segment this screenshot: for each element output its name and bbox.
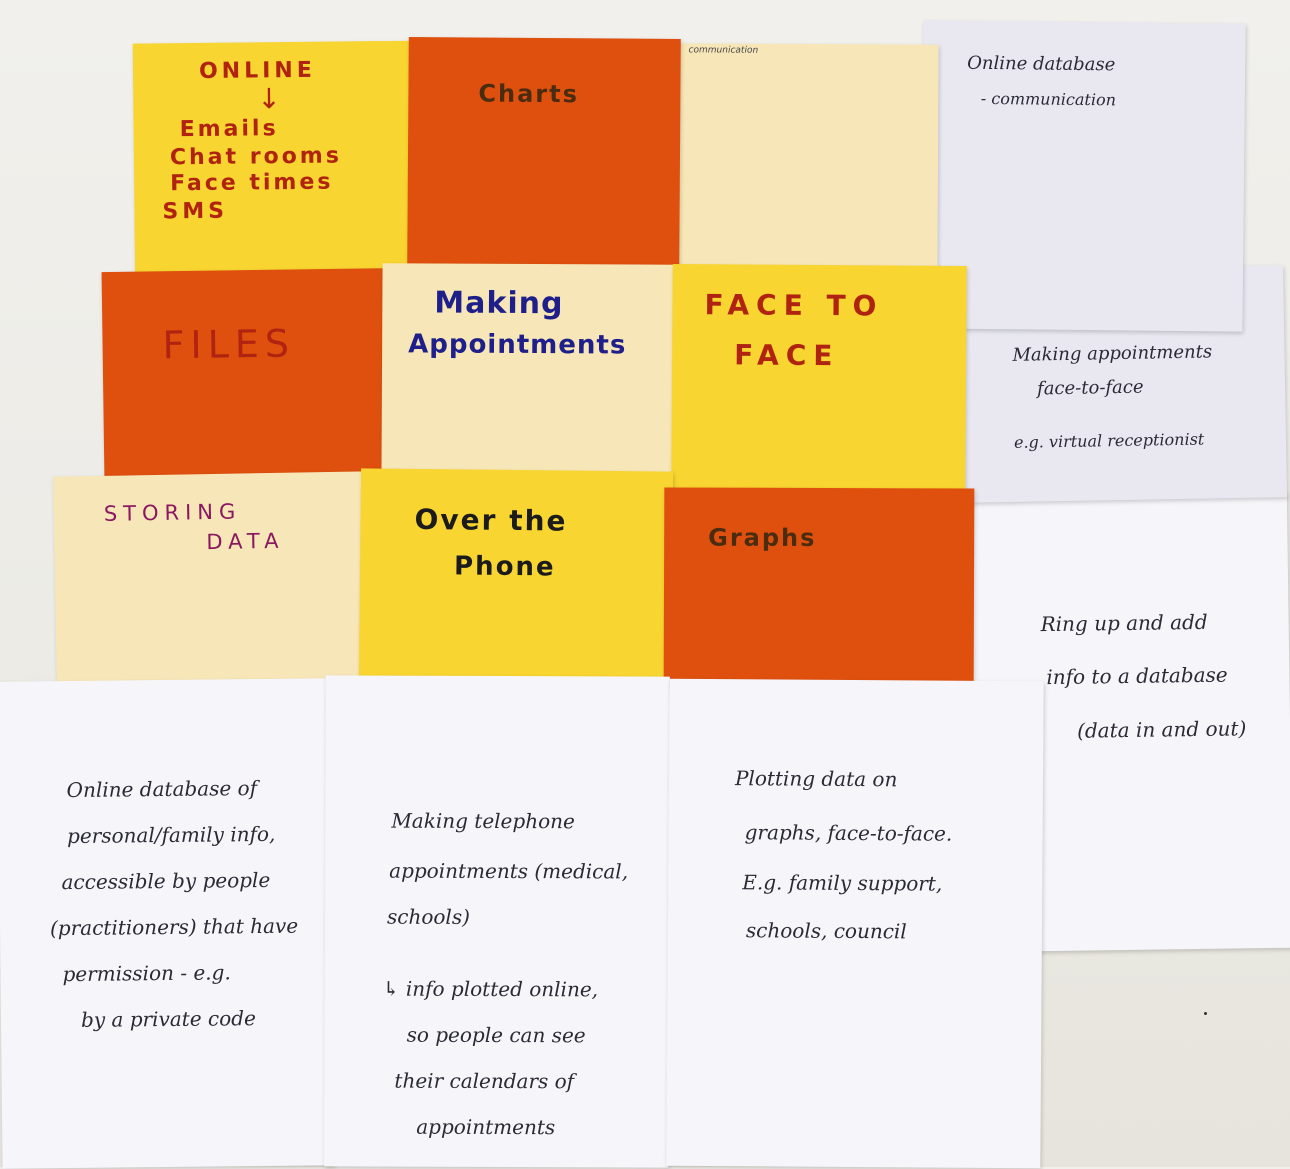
- note-line: appointments: [416, 1114, 556, 1140]
- card-title-line: Appointments: [408, 329, 627, 361]
- note-line: Online database of: [66, 776, 258, 803]
- card-title: ONLINE: [198, 57, 316, 84]
- note-line: permission - e.g.: [62, 960, 231, 987]
- note-line: schools, council: [745, 918, 907, 944]
- card-making-appointments: Making Appointments: [381, 263, 679, 479]
- note-line: accessible by people: [61, 867, 271, 895]
- card-title-line: DATA: [206, 528, 285, 555]
- card-title: Graphs: [708, 523, 817, 552]
- card-title-line: FACE TO: [704, 288, 884, 323]
- note-line: - communication: [980, 88, 1117, 110]
- card-online: ONLINE ↓ Emails Chat rooms Face times SM…: [132, 40, 454, 289]
- note-plotting-data: Plotting data on graphs, face-to-face. E…: [666, 678, 1044, 1169]
- note-line: info to a database: [1046, 662, 1228, 690]
- card-storing-data: STORING DATA: [53, 471, 377, 687]
- note-line: Making telephone: [391, 808, 575, 834]
- note-line: graphs, face-to-face.: [744, 820, 953, 846]
- table-speck: [1204, 1012, 1207, 1015]
- arrow-down-icon: ↓: [257, 82, 281, 116]
- card-title-line: Phone: [453, 551, 556, 583]
- note-line: Plotting data on: [734, 766, 898, 792]
- card-title: Charts: [478, 79, 580, 109]
- note-line: appointments (medical,: [389, 858, 629, 884]
- card-item: Chat rooms: [169, 143, 342, 171]
- note-line: personal/family info,: [66, 821, 276, 849]
- note-line: E.g. family support,: [742, 870, 943, 896]
- card-files: FILES: [101, 267, 405, 483]
- card-item: Face times: [170, 169, 334, 197]
- card-title-line: Over the: [414, 502, 568, 538]
- card-title: FILES: [162, 321, 296, 368]
- card-title: communication: [688, 45, 759, 56]
- card-title-line: FACE: [734, 338, 840, 373]
- card-item: Emails: [179, 116, 279, 143]
- note-line: their calendars of: [394, 1068, 575, 1094]
- note-online-database-personal: Online database of personal/family info,…: [0, 678, 335, 1169]
- note-line: schools): [386, 904, 470, 929]
- note-telephone-appointments: Making telephone appointments (medical, …: [324, 675, 670, 1168]
- card-over-the-phone: Over the Phone: [358, 468, 674, 682]
- note-line: e.g. virtual receptionist: [1013, 429, 1205, 452]
- note-line: so people can see: [406, 1022, 586, 1048]
- card-face-to-face: FACE TO FACE: [671, 263, 967, 497]
- note-line: (data in and out): [1076, 716, 1247, 743]
- card-communication: communication: [675, 43, 939, 277]
- note-line: (practitioners) that have: [49, 913, 299, 941]
- card-title-line: STORING: [103, 499, 242, 526]
- note-online-database: Online database - communication: [920, 20, 1246, 332]
- note-line: ↳ info plotted online,: [382, 976, 599, 1002]
- card-graphs: Graphs: [663, 487, 975, 689]
- card-title-line: Making: [434, 285, 564, 322]
- card-item: SMS: [162, 198, 229, 225]
- note-line: Ring up and add: [1040, 609, 1208, 637]
- card-charts: Charts: [407, 37, 681, 271]
- note-line: face-to-face: [1036, 376, 1144, 400]
- note-line: by a private code: [80, 1006, 256, 1032]
